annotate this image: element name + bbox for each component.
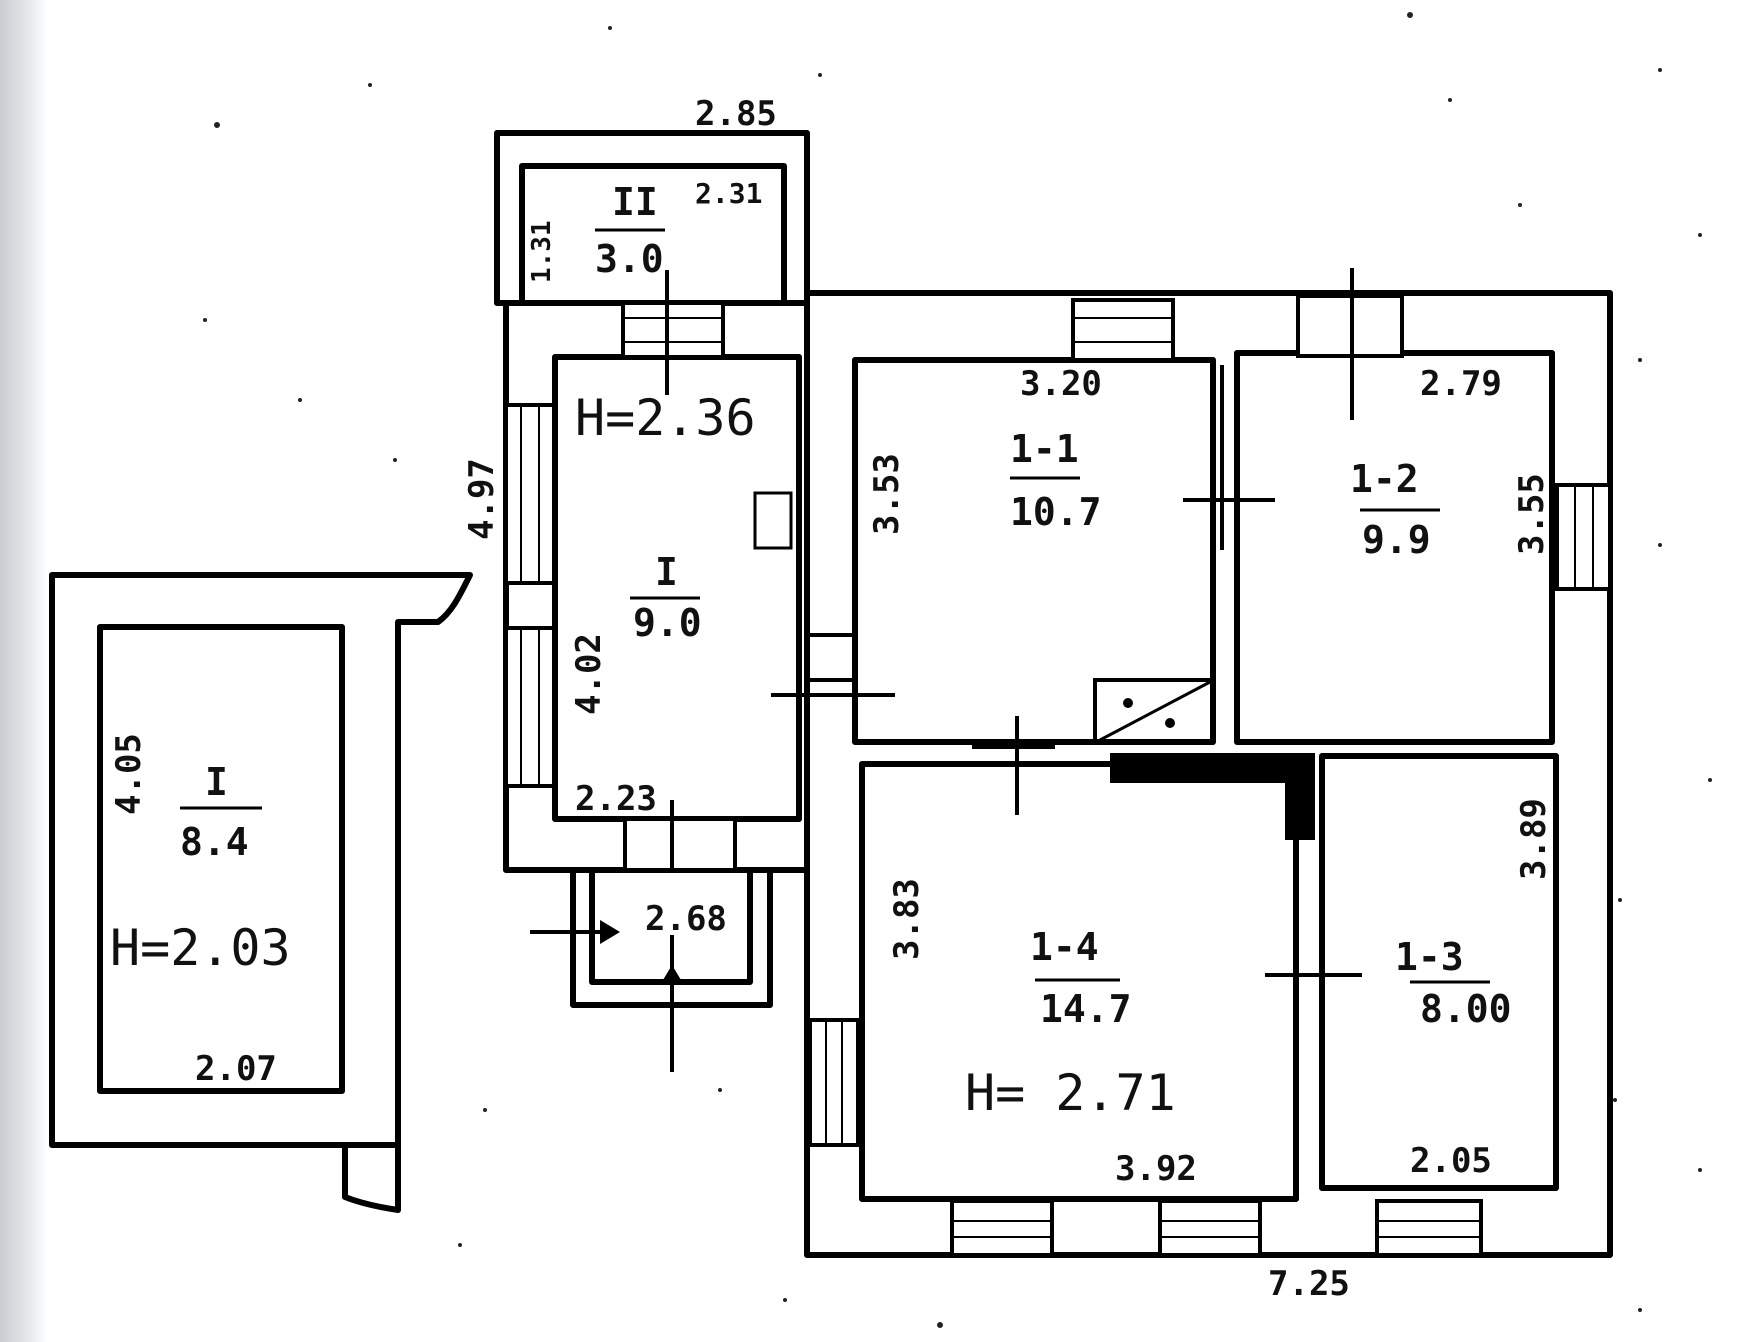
dim-top-annex: 2.85 — [695, 94, 777, 134]
shed-outer-wall — [49, 572, 473, 1148]
window — [950, 1199, 1054, 1257]
room-1-4-area: 14.7 — [1040, 987, 1132, 1031]
entry-arrow-head — [660, 965, 684, 985]
room-1-2-area: 9.9 — [1362, 518, 1431, 562]
room-1-3-area: 8.00 — [1420, 987, 1512, 1031]
window-glazing — [1073, 317, 1173, 343]
room-shed-area: 8.4 — [180, 820, 249, 864]
room-1-3-wall — [1319, 753, 1559, 1191]
window — [621, 301, 725, 359]
room-hall-id: I — [655, 550, 678, 594]
shed-height: H=2.03 — [110, 919, 291, 977]
dim-room-1-4-height: 3.83 — [887, 878, 927, 960]
hall-height: H=2.36 — [575, 389, 756, 447]
dim-room-1-2-top: 2.79 — [1420, 364, 1502, 404]
room-hall-area: 9.0 — [633, 601, 702, 645]
window-glazing — [825, 485, 1594, 1145]
stove-dot — [1123, 698, 1133, 708]
stove — [1093, 678, 1215, 744]
room-1-1-area: 10.7 — [1010, 490, 1102, 534]
shed-buttress — [342, 1145, 401, 1213]
dim-room-1-2-height: 3.55 — [1512, 473, 1552, 555]
window — [623, 817, 737, 872]
window — [1158, 1199, 1262, 1257]
room-annex-id: II — [612, 180, 658, 224]
room-shed-id: I — [205, 760, 228, 804]
dim-house-width: 7.25 — [1268, 1264, 1350, 1304]
dim-porch-width: 2.68 — [645, 899, 727, 939]
room-annex-area: 3.0 — [595, 237, 664, 281]
dim-hall-height: 4.02 — [569, 633, 609, 715]
room-1-2-id: 1-2 — [1350, 457, 1419, 501]
dim-hall-width: 4.97 — [462, 458, 502, 540]
room-1-4-id: 1-4 — [1030, 925, 1099, 969]
dim-room-1-1-top: 3.20 — [1020, 364, 1102, 404]
window — [504, 403, 556, 585]
window-glazing — [623, 317, 723, 343]
dim-room-1-4-bottom: 3.92 — [1115, 1149, 1197, 1189]
dim-annex-height: 1.31 — [527, 220, 557, 283]
shed-inner-wall — [97, 624, 345, 1094]
window — [1071, 298, 1175, 362]
dim-room-1-3-height: 3.89 — [1514, 798, 1554, 880]
room-1-1-id: 1-1 — [1010, 427, 1079, 471]
window — [808, 1018, 860, 1147]
room-1-1-wall — [852, 357, 1216, 745]
scan-edge-shadow — [0, 0, 48, 1342]
window — [504, 626, 556, 788]
dim-room-1-3-bottom: 2.05 — [1410, 1141, 1492, 1181]
entry-arrow-head — [600, 920, 620, 944]
dim-hall-bottom: 2.23 — [575, 779, 657, 819]
window-glazing — [520, 405, 540, 786]
dim-room-1-1-height: 3.53 — [867, 453, 907, 535]
window — [1555, 483, 1612, 591]
scan-noise — [203, 12, 1712, 1328]
chimney-flue — [1110, 753, 1315, 840]
stove-dot — [1165, 718, 1175, 728]
stove-diagonal — [1099, 680, 1211, 742]
dim-annex-width: 2.31 — [695, 177, 762, 210]
hall-cabinet — [753, 491, 793, 550]
window-glazing — [952, 1220, 1481, 1238]
window — [1375, 1199, 1483, 1257]
dim-shed-height: 4.05 — [109, 733, 149, 815]
room-1-3-id: 1-3 — [1395, 935, 1464, 979]
main-height: H= 2.71 — [965, 1064, 1176, 1122]
dim-shed-width: 2.07 — [195, 1049, 277, 1089]
